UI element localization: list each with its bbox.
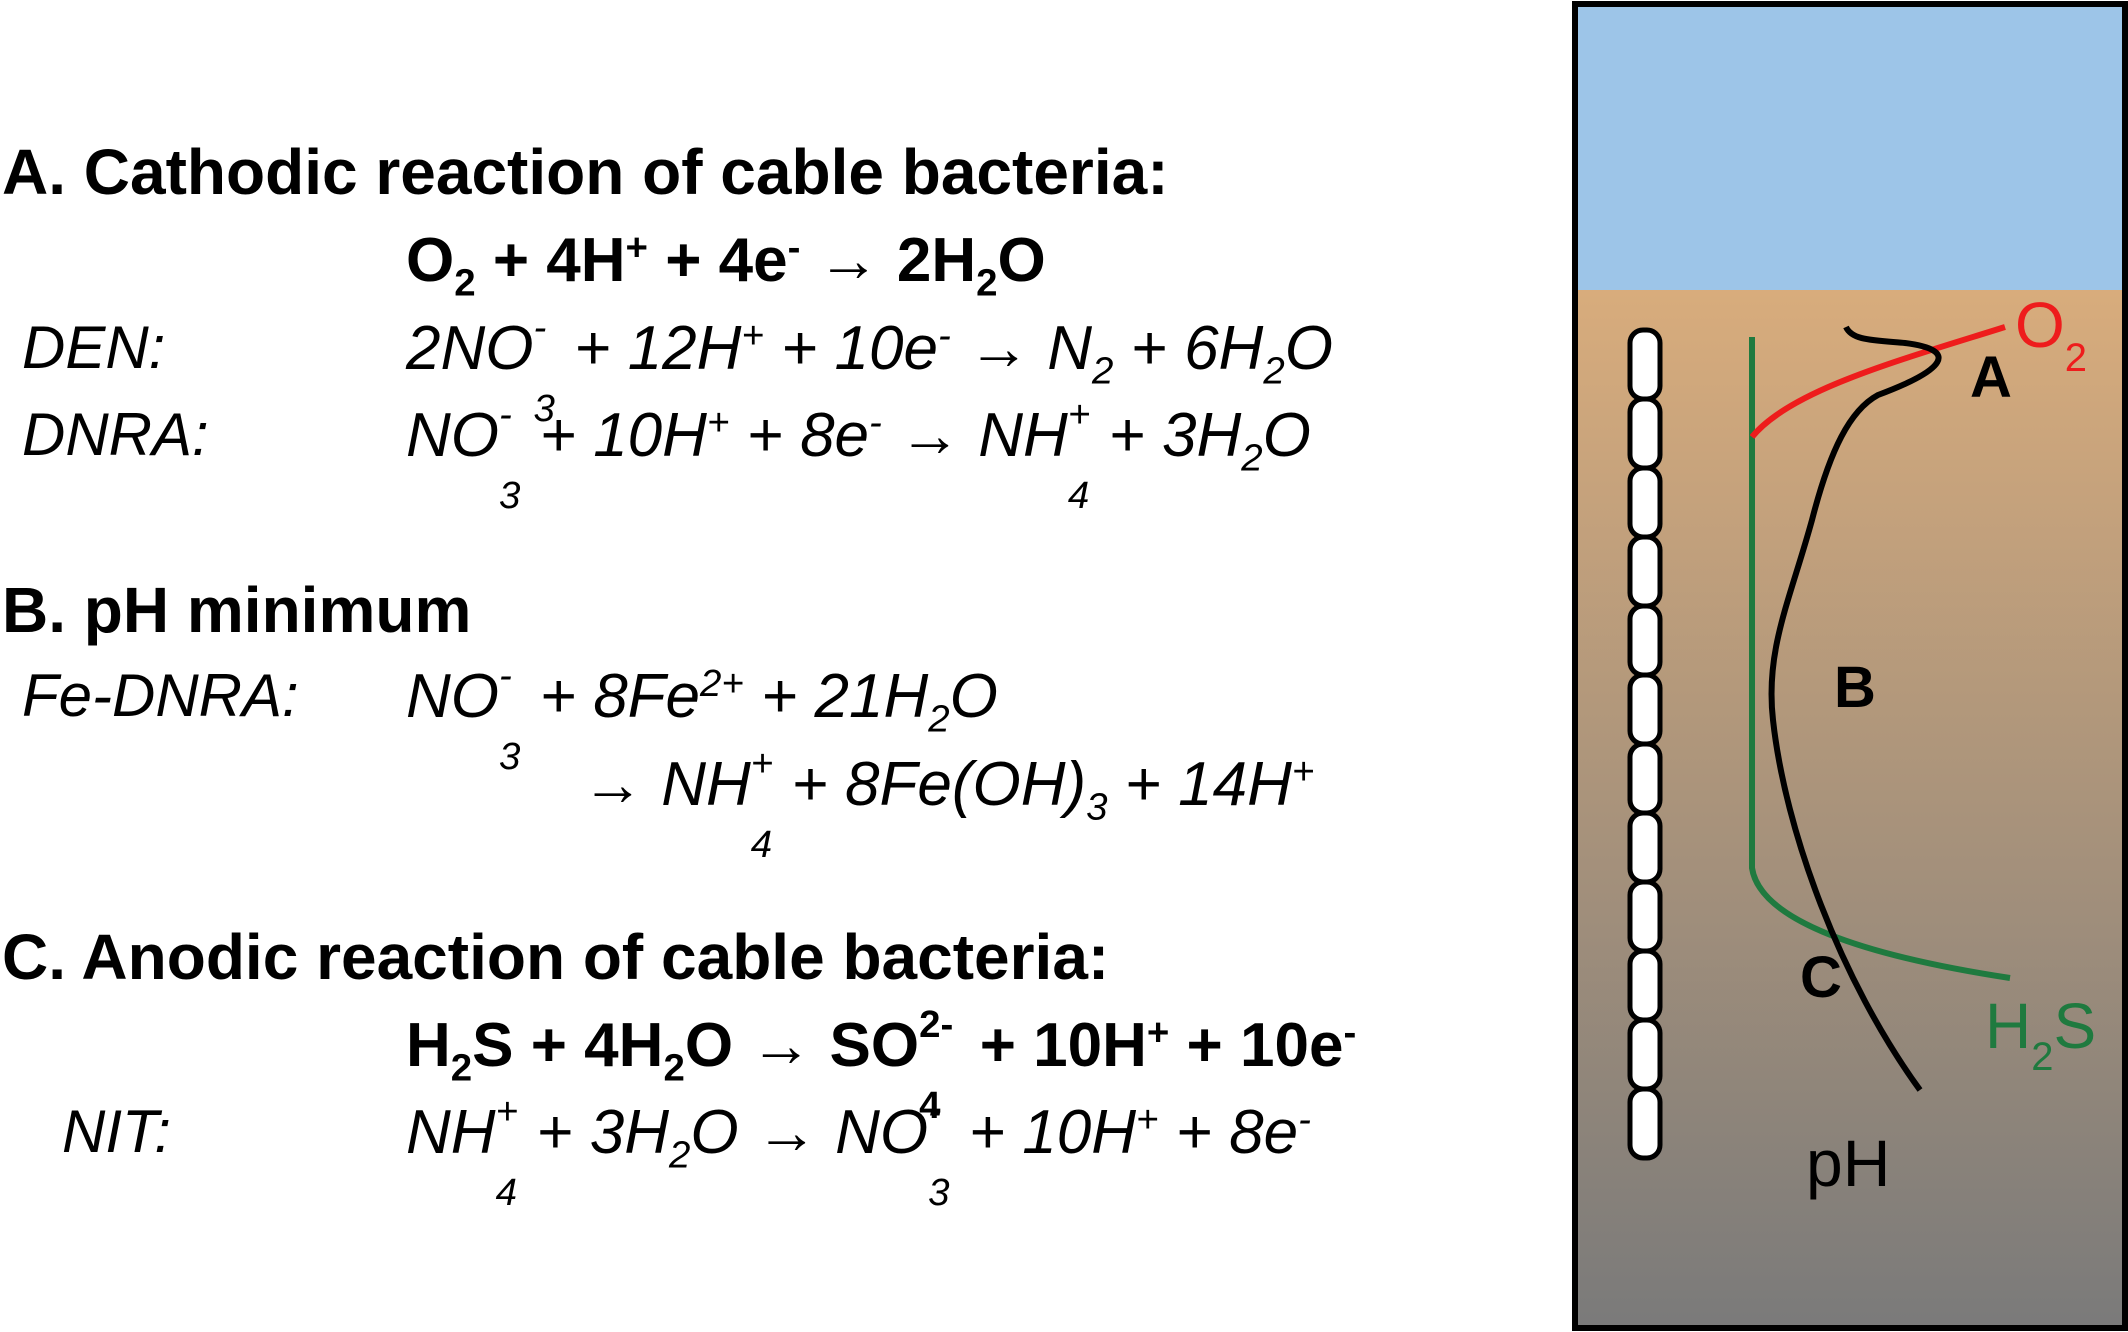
section-a-heading: A. Cathodic reaction of cable bacteria: (2, 136, 1169, 208)
den-equation: 2NO-3 + 12H+ + 10e- → N2 + 6H2O (406, 306, 1333, 431)
fe-dnra-label: Fe-DNRA: (22, 662, 299, 729)
cathodic-main-equation: O2 + 4H+ + 4e- → 2H2O (406, 225, 1046, 305)
cable-cell (1627, 810, 1663, 885)
cable-cell (1627, 327, 1663, 402)
nit-label: NIT: (62, 1098, 171, 1165)
cable-bacterium (1627, 327, 1663, 1161)
dnra-equation: NO-3 + 10H+ + 8e- → NH+4 + 3H2O (406, 393, 1311, 518)
h2s-profile-curve (1749, 337, 2011, 981)
den-label: DEN: (22, 314, 166, 381)
cable-cell (1627, 948, 1663, 1023)
cable-cell (1627, 741, 1663, 816)
fe-dnra-equation-line2: → NH+4 + 8Fe(OH)3 + 14H+ (582, 742, 1315, 867)
ph-profile-curve (1768, 325, 1942, 1092)
cable-cell (1627, 672, 1663, 747)
cable-cell (1627, 879, 1663, 954)
zone-label-b: B (1834, 655, 1876, 720)
fe-dnra-equation-line1: NO-3 + 8Fe2+ + 21H2O (406, 654, 998, 779)
h2s-label: H2S (1985, 990, 2096, 1079)
dnra-label: DNRA: (22, 401, 209, 468)
zone-label-c: C (1800, 945, 1842, 1010)
zone-label-a: A (1970, 345, 2012, 410)
cable-cell (1627, 396, 1663, 471)
cable-cell (1627, 603, 1663, 678)
sediment-column (1575, 290, 2125, 1328)
o2-label: O2 (2015, 289, 2087, 380)
nit-equation: NH+4 + 3H2O → NO-3 + 10H+ + 8e- (406, 1090, 1311, 1215)
section-b-heading: B. pH minimum (2, 574, 472, 646)
cable-cell (1627, 534, 1663, 609)
frame (1572, 1, 2128, 1331)
cable-cell (1627, 465, 1663, 540)
o2-profile-curve (1749, 324, 2006, 439)
water-column (1575, 4, 2125, 290)
cable-cell (1627, 1017, 1663, 1092)
section-c-heading: C. Anodic reaction of cable bacteria: (2, 921, 1110, 993)
cable-cell (1627, 1086, 1663, 1161)
ph-label: pH (1806, 1126, 1890, 1200)
